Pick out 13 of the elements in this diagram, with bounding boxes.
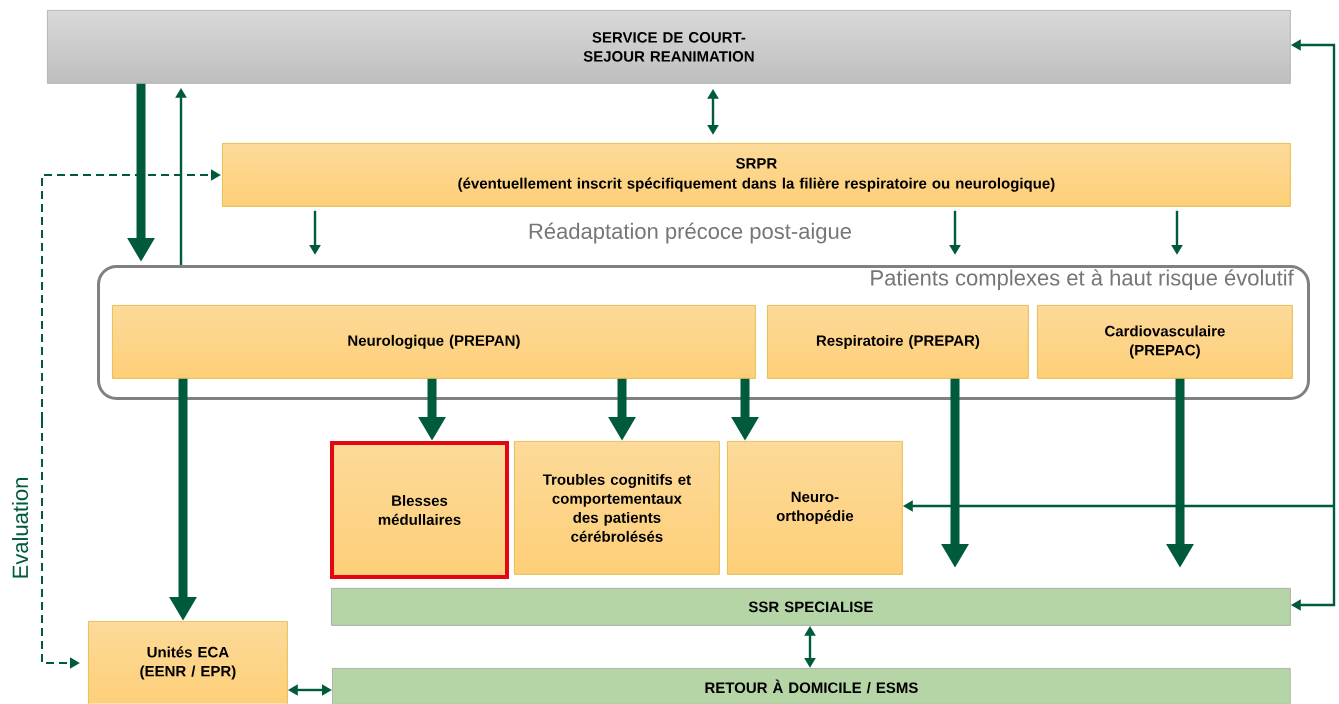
process-box: SSR SPECIALISE	[331, 588, 1291, 626]
axis-label: Evaluation	[11, 478, 29, 578]
process-box: RETOUR À DOMICILE / ESMS	[332, 668, 1291, 704]
process-box: Cardiovasculaire (PREPAC)	[1037, 305, 1293, 379]
process-box: Neurologique (PREPAN)	[112, 305, 756, 379]
process-box: Neuro-orthopédie	[727, 441, 903, 575]
process-box: Troubles cognitifs et comportementaux des patients cérébrolésés	[514, 441, 720, 575]
process-box: Unités ECA (EENR / EPR)	[88, 621, 288, 704]
process-box: Respiratoire (PREPAR)	[767, 305, 1029, 379]
process-box: SRPR (éventuellement inscrit spécifiquement dans la filière respiratoire ou neurologique)	[222, 143, 1291, 207]
section-label: Réadaptation précoce post-aigue	[529, 222, 851, 244]
process-box: SERVICE DE COURT-SEJOUR REANIMATION	[47, 10, 1291, 84]
process-box: Blesses médullaires	[330, 441, 509, 579]
